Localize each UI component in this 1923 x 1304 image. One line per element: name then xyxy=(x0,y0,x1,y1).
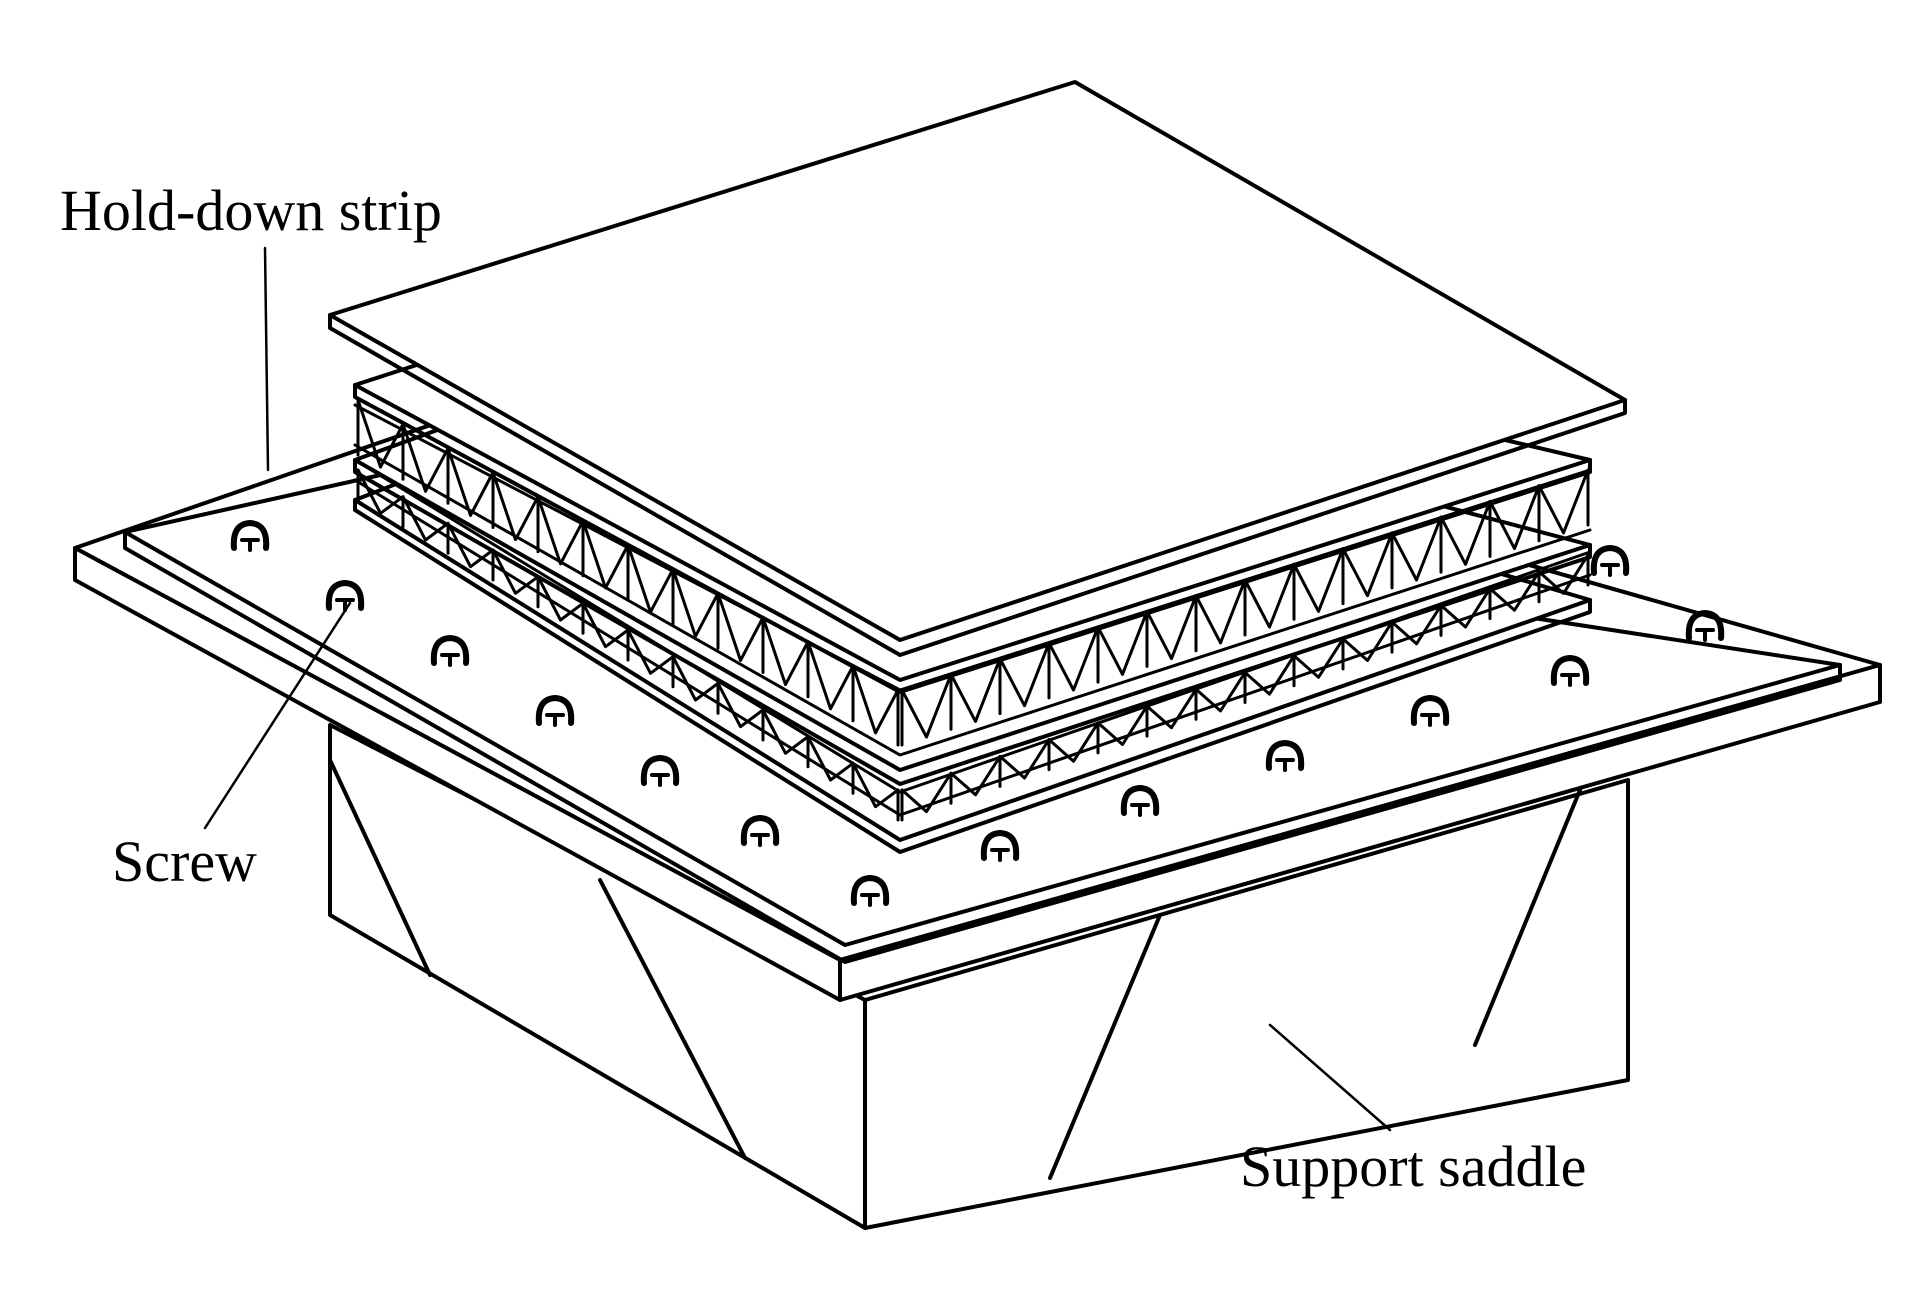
saddle-strut xyxy=(1473,788,1582,1047)
saddle-strut xyxy=(328,758,432,977)
sandwich-panel xyxy=(328,80,1627,854)
screw-icon xyxy=(1685,610,1725,642)
screw-icon xyxy=(1265,740,1305,772)
screw-icon xyxy=(535,695,575,727)
base-plate-right-edge xyxy=(838,663,1882,1002)
screw-icon xyxy=(1120,785,1160,817)
leader-lines xyxy=(203,246,1392,1132)
screw-icon xyxy=(980,830,1020,862)
screw-icon xyxy=(230,520,270,552)
truss-pattern-right xyxy=(900,468,1590,822)
screw-icon xyxy=(640,755,680,787)
screw-row xyxy=(230,520,1725,907)
screw-label: Screw xyxy=(112,829,257,894)
saddle-right-face xyxy=(863,778,1630,1230)
screw-icon xyxy=(850,875,890,907)
support-saddle xyxy=(328,723,1630,1230)
support-saddle-leader xyxy=(1268,1023,1392,1132)
screw-icon xyxy=(1410,695,1450,727)
saddle-strut xyxy=(1048,913,1162,1180)
screw-icon xyxy=(1590,545,1630,577)
hold-down-strip-leader xyxy=(263,246,270,472)
hold-down-strip-label: Hold-down strip xyxy=(60,178,442,243)
saddle-strut xyxy=(598,878,747,1160)
screw-leader xyxy=(203,601,352,830)
support-saddle-label: Support saddle xyxy=(1240,1134,1587,1199)
screw-icon xyxy=(325,580,365,612)
truss-pattern-front xyxy=(356,398,900,822)
screw-icon xyxy=(740,815,780,847)
screw-icon xyxy=(430,635,470,667)
screw-icon xyxy=(1550,655,1590,687)
